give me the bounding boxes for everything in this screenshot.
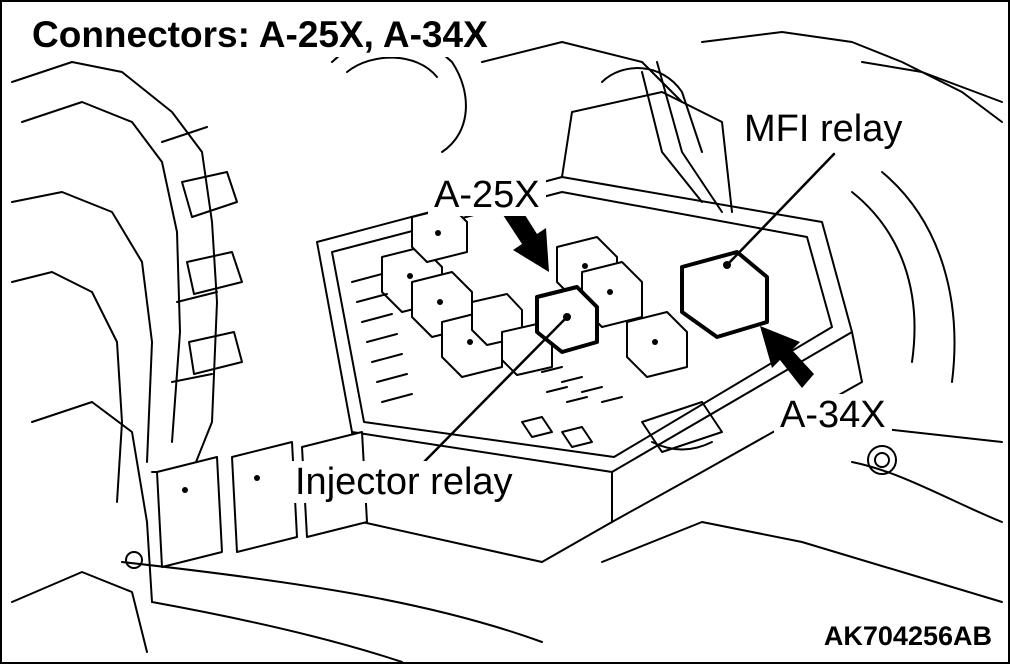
leader-lines xyxy=(420,152,836,466)
relay-blocks xyxy=(381,206,688,378)
mfi-relay-highlight xyxy=(680,250,769,339)
arrow-a25x xyxy=(503,204,549,272)
fuse-rows xyxy=(351,273,723,453)
a25x-label: A-25X xyxy=(428,174,546,216)
figure-code: AK704256AB xyxy=(819,621,996,652)
injector-relay-label: Injector relay xyxy=(289,461,519,503)
radiator-shroud xyxy=(11,61,243,653)
foreground-dots xyxy=(182,475,260,493)
lower-body-lines xyxy=(121,421,1003,662)
arrow-a34x xyxy=(760,326,814,388)
a34x-label: A-34X xyxy=(774,394,892,436)
foreground-relays xyxy=(156,431,368,568)
mfi-relay-label: MFI relay xyxy=(738,108,909,150)
background-hoses xyxy=(331,31,1003,383)
diagram-title: Connectors: A-25X, A-34X xyxy=(28,14,494,57)
relay-dots xyxy=(407,230,658,345)
